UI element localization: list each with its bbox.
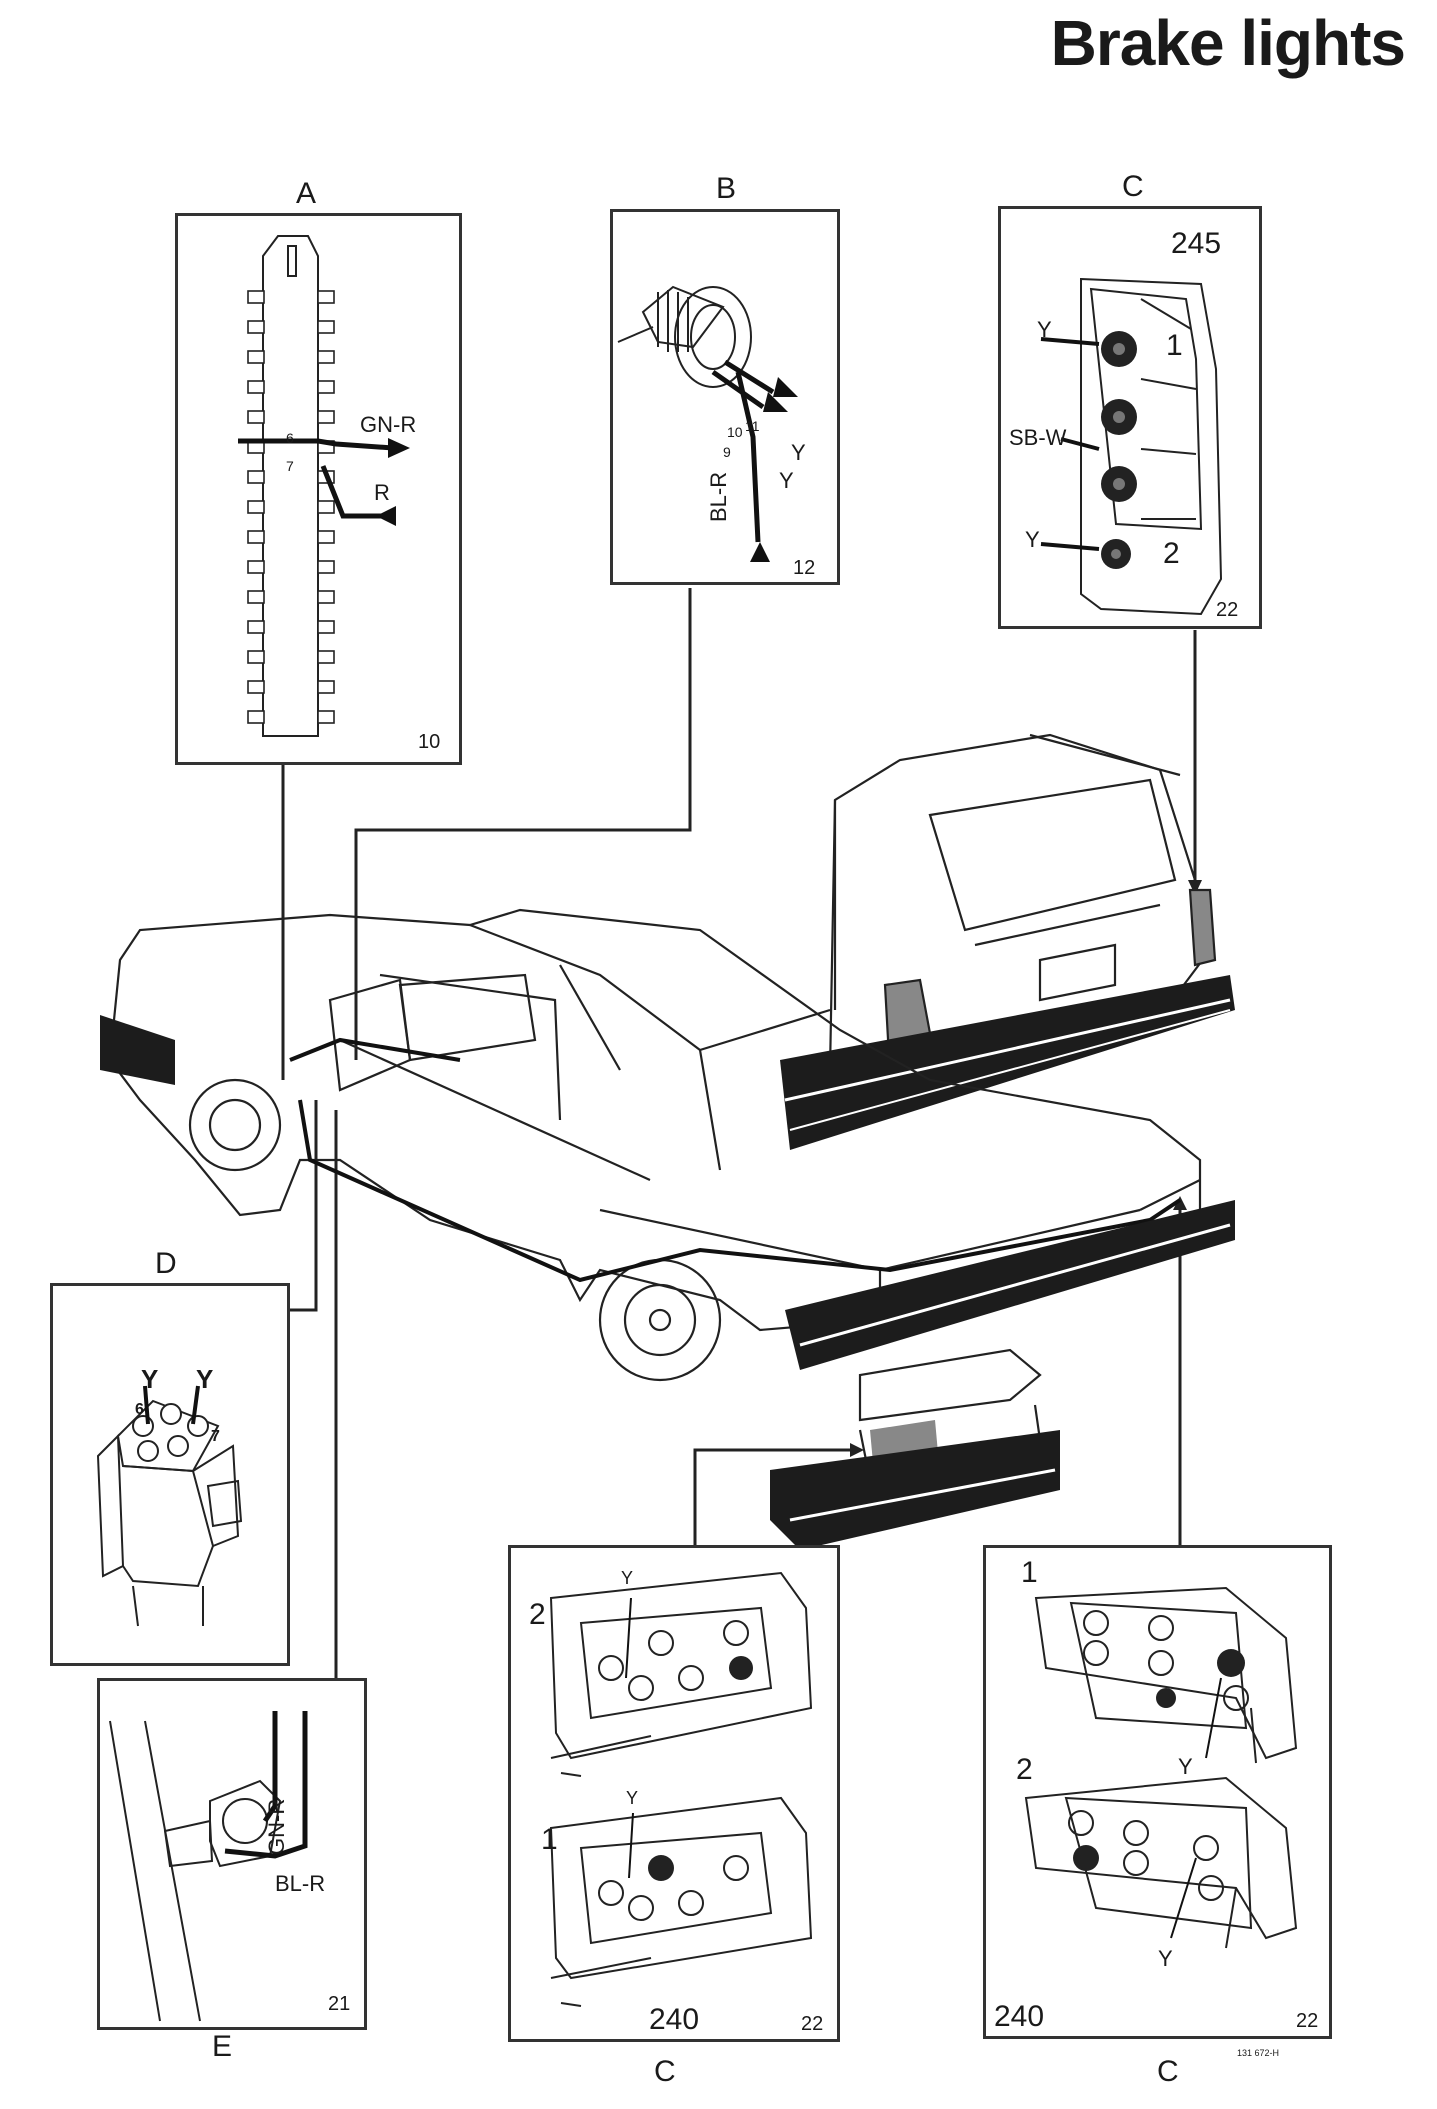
wire-y-1-label: Y: [791, 440, 806, 465]
panel-c-right-label: C: [1157, 2055, 1179, 2088]
panel-b-label: B: [716, 172, 737, 205]
wire-bl-r-label: BL-R: [706, 471, 731, 522]
wire-gn-r-label: GN-R: [264, 1798, 289, 1855]
panel-c-mid-label: C: [654, 2055, 676, 2088]
panel-a-label: A: [296, 177, 317, 210]
panel-d-label: D: [155, 1247, 177, 1280]
pin-10-label: 10: [727, 424, 743, 440]
wire-y-bottom-label: Y: [1025, 527, 1040, 552]
wire-r-label: R: [374, 480, 390, 505]
wire-y-bottom-label: Y: [626, 1788, 639, 1808]
rear-lamp-240-front-drawing: [1024, 1586, 1298, 1949]
connector-plug-drawing: [96, 1385, 243, 1627]
leader-line-c-mid: [693, 1448, 850, 1545]
wire-y-left-label: Y: [141, 1364, 159, 1394]
rear-lamp-240-back-drawing: [549, 1571, 813, 2007]
panel-c-mid-240-lamp: 2 1 Y Y 240 22: [508, 1545, 840, 2042]
wire-y-bottom-label: Y: [1158, 1946, 1173, 1971]
reference-code: 131 672-H: [1237, 2048, 1280, 2058]
wire-y-top-label: Y: [1178, 1754, 1193, 1779]
pin-9-label: 9: [723, 444, 731, 460]
pin-7-label: 7: [286, 458, 294, 474]
detached-rear-bumper: [770, 1430, 1060, 1550]
rear-lamp-245-drawing: [1040, 277, 1223, 616]
saloon-front-bumper: [100, 1015, 175, 1085]
wire-y-top-label: Y: [1037, 317, 1052, 342]
connector-strip-drawing: [238, 235, 410, 737]
pin-11-label: 11: [745, 418, 760, 434]
wire-y-top-label: Y: [621, 1568, 634, 1588]
leader-line-d: [287, 1100, 318, 1312]
panel-c-top-number: 22: [1216, 599, 1239, 621]
panel-c-mid-number: 22: [801, 2013, 824, 2035]
lamp-2-label: 2: [1016, 1753, 1033, 1786]
pin-6-label: 6: [286, 430, 294, 446]
panel-c-top-label: C: [1122, 170, 1144, 203]
panel-d-connector: Y Y 6 7: [50, 1283, 290, 1666]
wire-bl-r-label: BL-R: [275, 1871, 326, 1896]
saloon-car-body: [108, 908, 1202, 1382]
model-240-label: 240: [994, 2000, 1045, 2033]
panel-c-top-245-lamp: 245 Y SB-W Y 1 2 22: [998, 206, 1262, 629]
panel-b-number: 12: [793, 557, 816, 579]
panel-e-switch-detail: GN-R BL-R 21: [97, 1678, 367, 2030]
lamp-1-label: 1: [541, 1823, 558, 1856]
page-title: Brake lights: [1050, 7, 1406, 79]
estate-rear-bumper: [780, 975, 1235, 1150]
leader-line-b: [354, 588, 692, 1060]
panel-a-fuse-block: GN-R R 6 7 10: [175, 213, 462, 765]
pedal-switch-drawing: [109, 1711, 308, 2022]
wire-y-right-label: Y: [196, 1364, 214, 1394]
panel-c-right-number: 22: [1296, 2010, 1319, 2032]
wire-y-2-label: Y: [779, 468, 794, 493]
pin-7-label: 7: [211, 1428, 220, 1445]
lamp-1-label: 1: [1166, 329, 1183, 362]
wire-sb-w-label: SB-W: [1009, 425, 1067, 450]
panel-e-number: 21: [328, 1993, 351, 2015]
lamp-2-label: 2: [1163, 537, 1180, 570]
brake-switch-drawing: [617, 285, 798, 562]
model-245-label: 245: [1171, 227, 1222, 260]
wire-gn-r-label: GN-R: [360, 412, 417, 437]
wiring-harness: [289, 1037, 1182, 1283]
pin-6-label: 6: [135, 1401, 144, 1418]
panel-b-switch: 9 10 11 Y Y BL-R 12: [610, 209, 840, 585]
panel-e-label: E: [212, 2030, 233, 2063]
panel-c-right-240-lamp: 1 2 Y Y 240 22: [983, 1545, 1332, 2039]
panel-a-number: 10: [418, 731, 441, 753]
lamp-1-label: 1: [1021, 1556, 1038, 1589]
lamp-2-label: 2: [529, 1598, 546, 1631]
model-240-label: 240: [649, 2003, 700, 2036]
